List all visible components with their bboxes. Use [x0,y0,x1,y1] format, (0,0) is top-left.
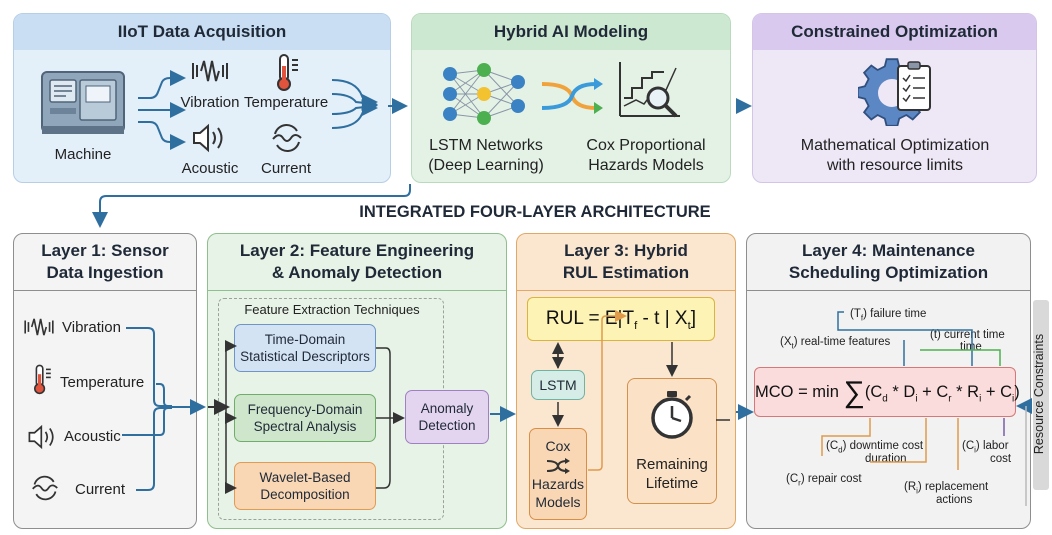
ann-failure-time: (Tf) failure time [850,308,927,323]
ann-labor-cost: (Ci) labor [962,440,1009,455]
acoustic-icon [193,123,223,153]
acoustic-label: Acoustic [181,160,239,177]
temperature-label: Temperature [244,94,329,111]
machine-icon [41,71,125,134]
ann-replacement: (Ri) replacement [904,481,989,496]
mco-formula-box: MCO = min ∑(Cd * Di + Cr * Ri + Ci) [754,367,1020,417]
ann-repair-cost: (Cr) repair cost [786,473,862,488]
l1-vibration-icon [24,318,54,336]
gear-checklist-icon [858,58,931,126]
lstm-box: LSTM [531,370,585,400]
panel-constrained-title: Constrained Optimization [753,14,1036,50]
ann-actions: actions [936,494,973,506]
cox-shuffle-icon [546,457,570,474]
ann-cost: cost [990,453,1012,465]
l1-temperature-label: Temperature [60,374,145,391]
panel-hybrid-ai: Hybrid AI Modeling [411,13,731,183]
stopwatch-icon [651,391,693,439]
merge-arrows-icon [541,78,603,114]
ann-time: time [960,341,982,353]
l1-acoustic-icon [28,424,54,450]
vibration-icon [192,60,228,82]
remaining-lifetime-box [627,378,717,504]
l1-current-icon [32,475,58,501]
lstm-networks-label: LSTM Networks(Deep Learning) [428,137,544,174]
survival-chart-icon [619,62,680,118]
neural-network-icon [443,63,525,125]
ann-duration: duration [865,453,907,465]
resource-constraints-bar [1033,300,1049,490]
machine-label: Machine [54,146,112,163]
l1-vibration-label: Vibration [62,319,121,336]
panel-iiot-title: IIoT Data Acquisition [14,14,390,50]
panel-hybrid-ai-title: Hybrid AI Modeling [412,14,730,50]
current-label: Current [260,160,312,177]
thermometer-icon [277,54,298,91]
l1-current-label: Current [75,481,126,498]
rul-formula-box: RUL = E|Tf - t | Xt] [527,297,715,341]
resource-constraints-label: Resource Constraints [1032,333,1046,455]
l1-acoustic-label: Acoustic [64,428,121,445]
feature-extraction-label: Feature Extraction Techniques [244,302,420,317]
layer2-title: Layer 2: Feature Engineering& Anomaly De… [239,241,475,282]
vibration-label: Vibration [180,94,240,111]
ann-realtime-features: (Xt) real-time features [780,336,891,351]
l1-thermometer-icon [34,364,51,395]
current-icon [272,124,302,152]
architecture-title: INTEGRATED FOUR-LAYER ARCHITECTURE [359,203,711,221]
